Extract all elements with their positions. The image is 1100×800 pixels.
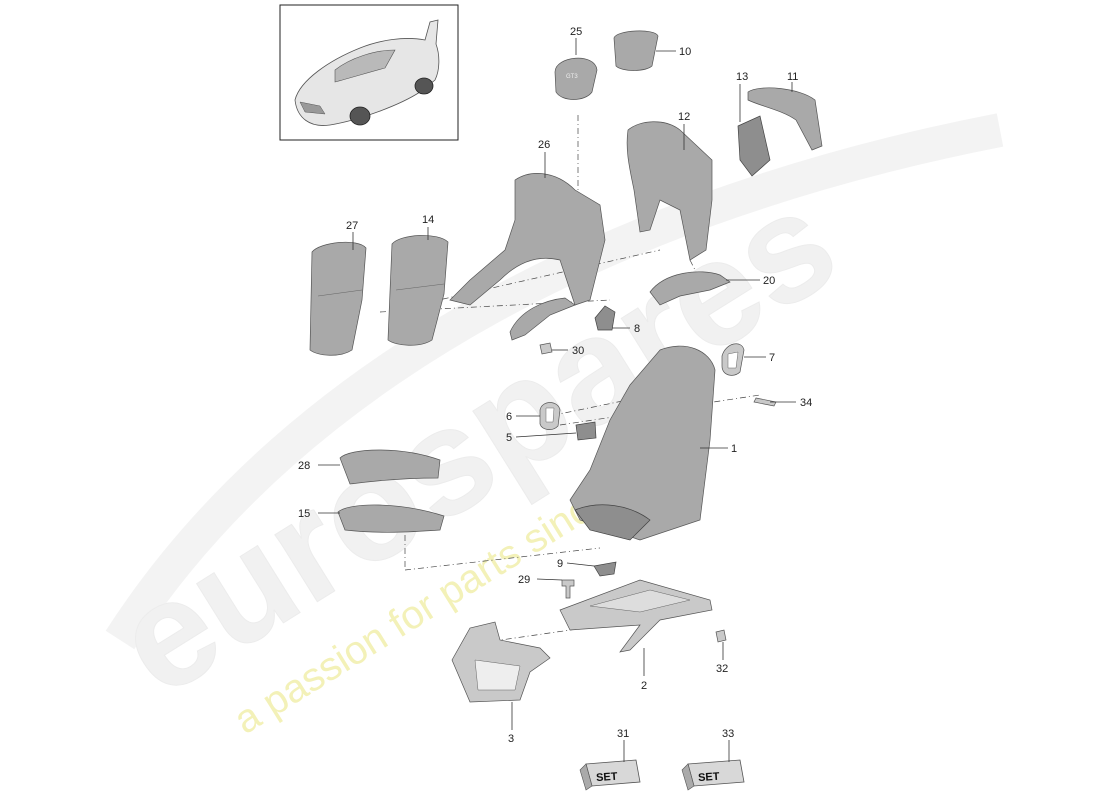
trim-clip-8 bbox=[594, 305, 616, 331]
mounting-bracket-3 bbox=[451, 621, 551, 703]
side-bolster-13 bbox=[737, 115, 771, 177]
car-icon bbox=[294, 19, 440, 126]
callout-34: 34 bbox=[800, 397, 812, 409]
cushion-panel-27 bbox=[309, 241, 367, 356]
backrest-cover-26 bbox=[449, 173, 606, 306]
callout-2: 2 bbox=[641, 680, 647, 692]
callout-20: 20 bbox=[763, 275, 775, 287]
set-box-31: SET bbox=[579, 759, 641, 791]
bracket-9 bbox=[593, 561, 617, 577]
callout-8: 8 bbox=[634, 323, 640, 335]
leader-lines bbox=[318, 38, 796, 762]
headrest-insert-25: GT3 bbox=[554, 57, 598, 100]
set-label-right: SET bbox=[698, 771, 720, 784]
callout-12: 12 bbox=[678, 111, 690, 123]
svg-text:GT3: GT3 bbox=[566, 74, 578, 80]
callout-14: 14 bbox=[422, 214, 434, 226]
callout-5: 5 bbox=[506, 432, 512, 444]
callout-7: 7 bbox=[769, 352, 775, 364]
seat-shell-1 bbox=[569, 345, 716, 541]
callout-33: 33 bbox=[722, 728, 734, 740]
seat-rail-2 bbox=[559, 579, 713, 653]
side-panel-20 bbox=[649, 271, 731, 306]
seat-cushion-28 bbox=[339, 449, 441, 485]
trim-ring-6 bbox=[539, 402, 561, 430]
callout-27: 27 bbox=[346, 220, 358, 232]
screw-29 bbox=[561, 579, 575, 599]
nut-32 bbox=[715, 629, 727, 643]
callout-6: 6 bbox=[506, 411, 512, 423]
set-label-left: SET bbox=[596, 771, 618, 784]
car-thumbnail bbox=[279, 4, 459, 141]
callout-26: 26 bbox=[538, 139, 550, 151]
headrest-pad-10 bbox=[613, 30, 659, 71]
callout-29: 29 bbox=[518, 574, 530, 586]
callouts: 25 10 13 11 12 26 27 14 20 8 30 7 34 6 5… bbox=[298, 26, 812, 745]
clip-5 bbox=[575, 421, 597, 441]
callout-25: 25 bbox=[570, 26, 582, 38]
watermark-swoosh bbox=[105, 113, 1004, 650]
side-trim-left bbox=[509, 297, 576, 341]
callout-31: 31 bbox=[617, 728, 629, 740]
callout-15: 15 bbox=[298, 508, 310, 520]
cushion-panel-14 bbox=[387, 235, 449, 346]
backrest-cover-12 bbox=[626, 121, 713, 261]
callout-10: 10 bbox=[679, 46, 691, 58]
clip-30 bbox=[539, 342, 553, 355]
set-box-33: SET bbox=[681, 759, 745, 791]
callout-30: 30 bbox=[572, 345, 584, 357]
callout-9: 9 bbox=[557, 558, 563, 570]
callout-28: 28 bbox=[298, 460, 310, 472]
bolt-34 bbox=[753, 397, 777, 407]
trim-ring-7 bbox=[721, 343, 745, 376]
callout-1: 1 bbox=[731, 443, 737, 455]
callout-11: 11 bbox=[787, 71, 798, 83]
seat-cushion-15 bbox=[337, 504, 445, 533]
callout-32: 32 bbox=[716, 663, 728, 675]
callout-3: 3 bbox=[508, 733, 514, 745]
callout-13: 13 bbox=[736, 71, 748, 83]
side-bolster-11 bbox=[747, 87, 823, 151]
